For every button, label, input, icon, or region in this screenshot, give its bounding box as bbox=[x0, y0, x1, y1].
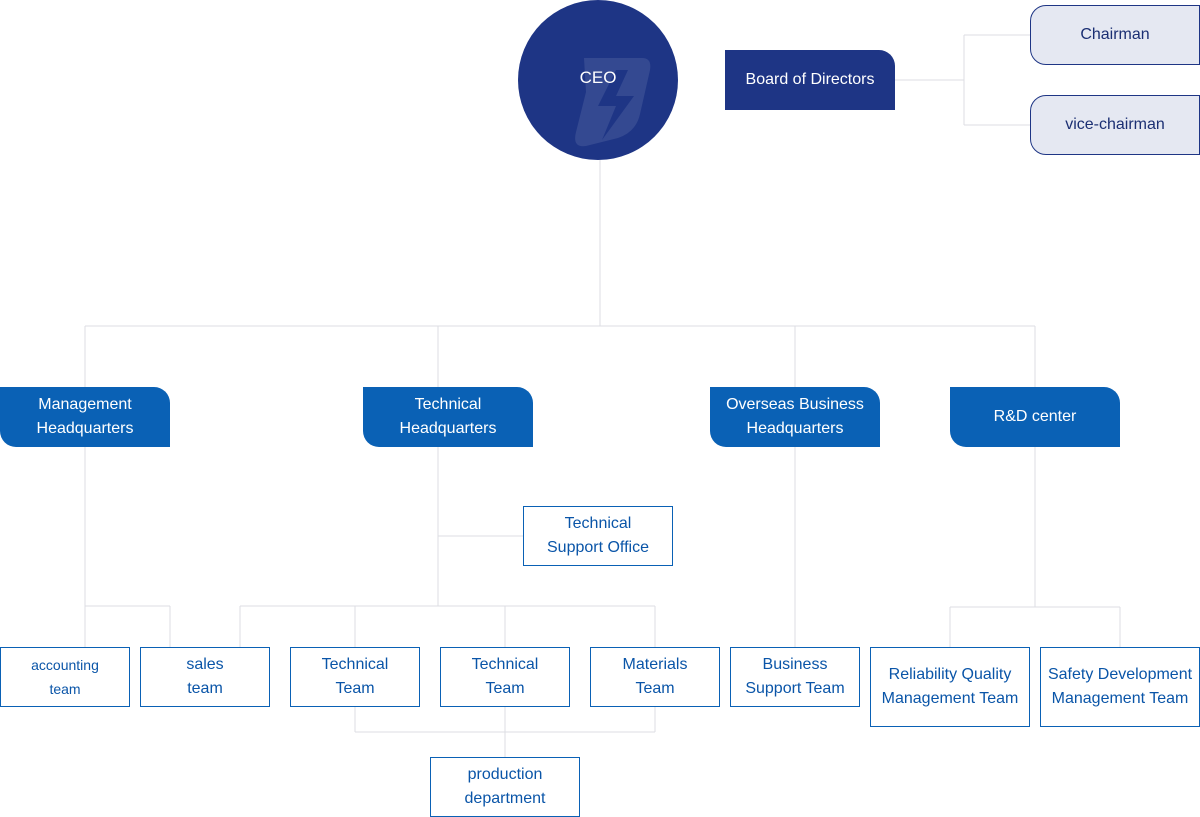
lightning-logo-icon bbox=[575, 58, 651, 147]
safety-development-management-team-node: Safety Development Management Team bbox=[1040, 647, 1200, 727]
rnd-center-node: R&D center bbox=[950, 387, 1120, 447]
business-support-team-label: Business Support Team bbox=[745, 656, 845, 697]
ceo-label: CEO bbox=[579, 68, 617, 87]
ceo-node: CEO bbox=[518, 0, 678, 160]
reliability-quality-management-team-node: Reliability Quality Management Team bbox=[870, 647, 1030, 727]
technical-headquarters-label: Technical Headquarters bbox=[399, 396, 497, 437]
sales-team-label: sales team bbox=[186, 656, 224, 697]
business-support-team-node: Business Support Team bbox=[730, 647, 860, 707]
reliability-quality-management-team-label: Reliability Quality Management Team bbox=[881, 666, 1019, 707]
technical-team-node: Technical Team bbox=[440, 647, 570, 707]
management-headquarters-node: Management Headquarters bbox=[0, 387, 170, 447]
materials-team-node: Materials Team bbox=[590, 647, 720, 707]
production-department-label: production department bbox=[464, 766, 546, 807]
production-department-node: production department bbox=[430, 757, 580, 817]
technical-headquarters-node: Technical Headquarters bbox=[363, 387, 533, 447]
sales-team-node: sales team bbox=[140, 647, 270, 707]
accounting-team-label: accounting team bbox=[31, 657, 99, 697]
technical-team-label: Technical Team bbox=[321, 656, 389, 697]
technical-support-office-label: Technical Support Office bbox=[547, 515, 649, 556]
safety-development-management-team-label: Safety Development Management Team bbox=[1047, 666, 1193, 707]
technical-team-node: Technical Team bbox=[290, 647, 420, 707]
chairman-node: Chairman bbox=[1030, 5, 1200, 65]
accounting-team-node: accounting team bbox=[0, 647, 130, 707]
board-of-directors-node: Board of Directors bbox=[725, 50, 895, 110]
technical-team-label: Technical Team bbox=[471, 656, 539, 697]
materials-team-label: Materials Team bbox=[622, 656, 688, 697]
management-headquarters-label: Management Headquarters bbox=[36, 396, 134, 437]
overseas-business-headquarters-node: Overseas Business Headquarters bbox=[710, 387, 880, 447]
technical-support-office-node: Technical Support Office bbox=[523, 506, 673, 566]
vice-chairman-node: vice-chairman bbox=[1030, 95, 1200, 155]
overseas-business-headquarters-label: Overseas Business Headquarters bbox=[726, 396, 864, 437]
